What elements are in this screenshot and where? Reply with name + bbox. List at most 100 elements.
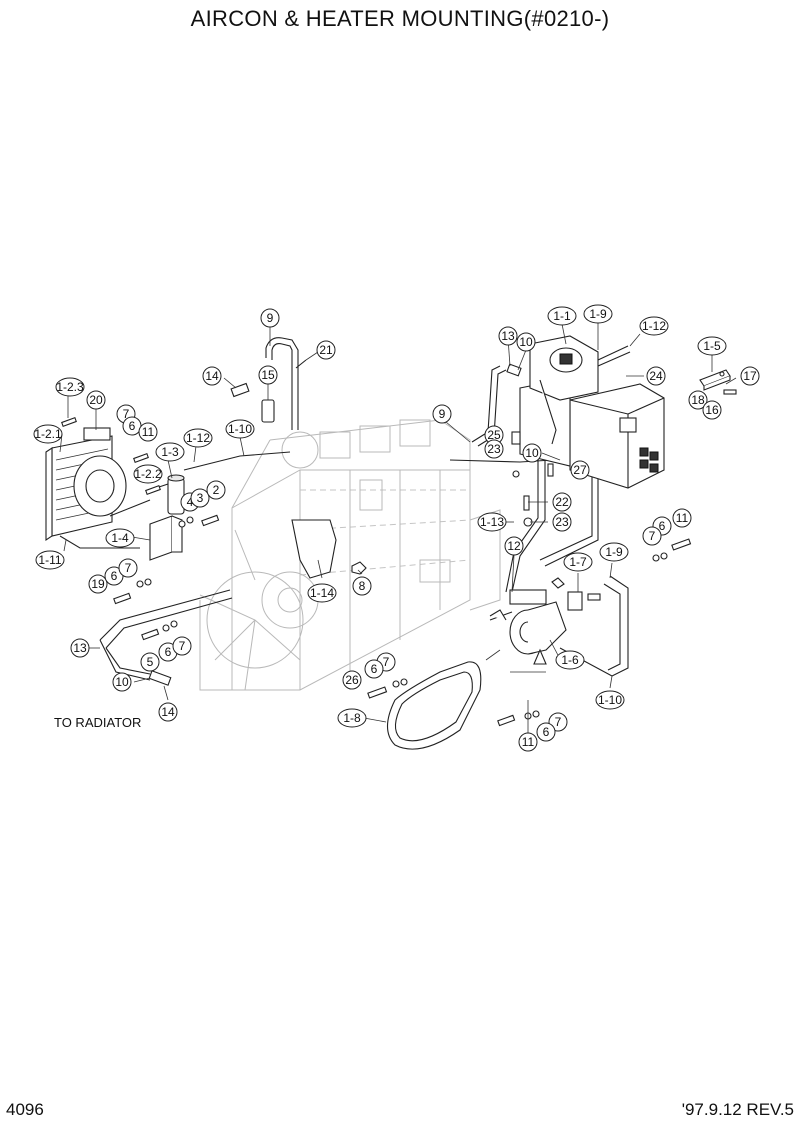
svg-text:9: 9 [267,311,274,325]
svg-text:1-1: 1-1 [553,309,571,323]
callout-18: 18 [688,390,708,410]
svg-text:1-5: 1-5 [703,339,721,353]
svg-text:5: 5 [147,655,154,669]
heater-unit [511,335,665,489]
callout-9: 9 [432,404,452,424]
svg-text:1-10: 1-10 [598,693,622,707]
callout-7: 7 [118,558,138,578]
svg-text:1-4: 1-4 [111,531,129,545]
callout-13: 13 [498,326,518,346]
svg-text:22: 22 [555,495,569,509]
svg-text:8: 8 [359,579,366,593]
page-title: AIRCON & HEATER MOUNTING(#0210-) [190,6,610,31]
svg-text:7: 7 [555,715,562,729]
callout-9: 9 [260,308,280,328]
callout-2: 2 [206,480,226,500]
svg-text:11: 11 [522,735,535,749]
compressor [489,589,583,665]
callout-1-4: 1-4 [105,528,135,548]
condenser-assembly [45,427,151,549]
svg-text:1-2.3: 1-2.3 [56,380,84,394]
svg-text:17: 17 [743,369,757,383]
callout-19: 19 [88,574,108,594]
callout-1-7: 1-7 [563,552,593,572]
callout-7: 7 [642,526,662,546]
svg-text:14: 14 [161,705,175,719]
callout-10: 10 [112,672,132,692]
callout-16: 16 [702,400,722,420]
svg-text:11: 11 [676,511,689,525]
svg-text:24: 24 [649,369,663,383]
svg-text:7: 7 [123,407,130,421]
engine-block-outline [199,419,501,691]
callout-1-3: 1-3 [155,442,185,462]
svg-text:1-11: 1-11 [38,553,61,567]
svg-text:6: 6 [165,645,172,659]
svg-text:4: 4 [187,495,194,509]
callout-1-14: 1-14 [307,583,337,603]
svg-text:1-12: 1-12 [186,431,210,445]
svg-text:19: 19 [91,577,105,591]
callout-1-8: 1-8 [337,708,367,728]
callout-1-10: 1-10 [225,419,255,439]
page-number: 4096 [6,1100,44,1119]
svg-text:7: 7 [383,655,390,669]
callout-14: 14 [158,702,178,722]
svg-text:6: 6 [371,662,378,676]
svg-text:6: 6 [129,419,136,433]
callout-21: 21 [316,340,336,360]
svg-text:1-2.2: 1-2.2 [134,467,162,481]
svg-text:1-2.1: 1-2.1 [34,427,62,441]
callout-6: 6 [536,722,556,742]
callout-23: 23 [484,439,504,459]
svg-text:6: 6 [543,725,550,739]
svg-text:18: 18 [691,393,705,407]
callout-1-11: 1-11 [35,550,65,570]
svg-text:20: 20 [89,393,103,407]
svg-text:23: 23 [487,442,501,456]
callout-5: 5 [140,652,160,672]
callout-1-1: 1-1 [547,306,577,326]
svg-text:6: 6 [111,569,118,583]
callout-11: 11 [518,732,538,752]
callout-11: 11 [672,508,692,528]
svg-text:1-9: 1-9 [589,307,607,321]
to-radiator-label: TO RADIATOR [54,715,141,730]
callout-1-2-1: 1-2.1 [33,424,63,444]
drive-belt [386,661,482,750]
callout-26: 26 [342,670,362,690]
svg-text:14: 14 [205,369,219,383]
svg-text:1-10: 1-10 [228,422,252,436]
svg-text:10: 10 [115,675,129,689]
callout-8: 8 [352,576,372,596]
svg-text:1-7: 1-7 [569,555,587,569]
callout-7: 7 [172,636,192,656]
callout-20: 20 [86,390,106,410]
svg-text:7: 7 [125,561,132,575]
svg-text:26: 26 [345,673,359,687]
revision-date: '97.9.12 REV.5 [681,1100,794,1119]
callout-25: 25 [484,425,504,445]
hardware-bolts [61,363,737,727]
callout-13: 13 [70,638,90,658]
svg-text:1-12: 1-12 [642,319,666,333]
receiver-drier [149,451,291,561]
svg-text:7: 7 [649,529,656,543]
svg-text:1-6: 1-6 [561,653,579,667]
svg-text:1-13: 1-13 [480,515,504,529]
svg-text:13: 13 [73,641,87,655]
svg-text:1-3: 1-3 [161,445,179,459]
callout-23: 23 [552,512,572,532]
callout-12: 12 [504,536,524,556]
callout-1-2-3: 1-2.3 [55,377,85,397]
svg-text:13: 13 [501,329,515,343]
callout-27: 27 [570,460,590,480]
svg-text:7: 7 [179,639,186,653]
svg-text:6: 6 [659,519,666,533]
svg-text:2: 2 [213,483,220,497]
callout-1-12: 1-12 [183,428,213,448]
callout-1-12: 1-12 [639,316,669,336]
callout-17: 17 [740,366,760,386]
